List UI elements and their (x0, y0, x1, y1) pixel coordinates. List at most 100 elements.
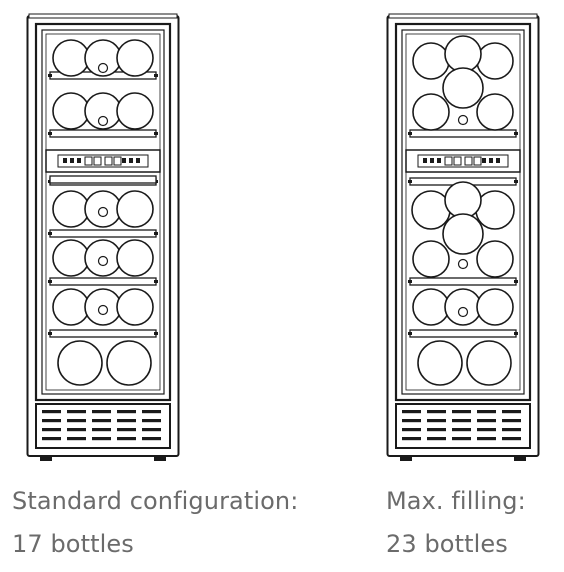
bottle (116, 92, 154, 130)
shelf-knob (154, 132, 158, 135)
shelf-rail (49, 329, 157, 338)
glass-edge (401, 29, 525, 395)
vent-slot (117, 419, 136, 423)
vent-slot (452, 437, 471, 441)
caption-standard-count: 17 bottles (12, 530, 134, 558)
bottle (476, 240, 514, 278)
bottle (411, 190, 451, 230)
bottle (52, 288, 90, 326)
shelf-knob (408, 132, 412, 135)
control-button (489, 158, 493, 163)
bottle (476, 93, 514, 131)
shelf-knob (514, 180, 518, 183)
caption-max-count: 23 bottles (386, 530, 508, 558)
control-button (437, 158, 441, 163)
vent-slot (452, 410, 471, 414)
vent-slot (402, 428, 421, 432)
shelf-rail (49, 175, 157, 184)
control-button (430, 158, 434, 163)
vent-slot (402, 419, 421, 423)
vent-slot (142, 428, 161, 432)
caption-standard: Standard configuration: 17 bottles (12, 480, 298, 566)
fridge-standard (26, 0, 180, 470)
control-button (122, 158, 126, 163)
bottle-cap (97, 115, 109, 127)
vent-slot (427, 410, 446, 414)
display-strip (417, 154, 509, 168)
vent-slot (142, 419, 161, 423)
vent-slot (477, 437, 496, 441)
caption-max-title: Max. filling: (386, 487, 526, 515)
foot (154, 456, 166, 461)
caption-standard-title: Standard configuration: (12, 487, 299, 515)
shelf-knob (154, 332, 158, 335)
shelf-rail (49, 229, 157, 238)
bottle (444, 35, 482, 73)
vent-slot (92, 419, 111, 423)
fridge-max (386, 0, 540, 470)
bottle (106, 340, 152, 386)
bottle-cap (97, 62, 109, 74)
vent-slot (477, 419, 496, 423)
control-button (423, 158, 427, 163)
vent-slot (502, 437, 521, 441)
bottle (52, 190, 90, 228)
bottle (475, 190, 515, 230)
vent-slot (427, 419, 446, 423)
shelf-knob (154, 74, 158, 77)
display-digit (444, 156, 453, 166)
bottle (57, 340, 103, 386)
vent-slot (142, 410, 161, 414)
shelf-knob (154, 280, 158, 283)
display-digit (84, 156, 93, 166)
bottle-cap (97, 304, 109, 316)
vent-slot (502, 419, 521, 423)
bottle (52, 239, 90, 277)
vent-slot (92, 410, 111, 414)
shelf-rail (409, 329, 517, 338)
control-button (70, 158, 74, 163)
display-digit (464, 156, 473, 166)
foot (40, 456, 52, 461)
foot (514, 456, 526, 461)
foot (400, 456, 412, 461)
bottle-cap (457, 258, 469, 270)
control-button (77, 158, 81, 163)
bottle (412, 93, 450, 131)
cabinet-top (28, 13, 178, 19)
vent-slot (502, 428, 521, 432)
bottle (476, 288, 514, 326)
bottle (476, 42, 514, 80)
shelf-knob (514, 132, 518, 135)
vent-slot (117, 437, 136, 441)
glass-inner (405, 33, 521, 391)
control-button (496, 158, 500, 163)
display-digit (113, 156, 122, 166)
shelf-knob (48, 232, 52, 235)
cabinet-top (388, 13, 538, 19)
bottle (417, 340, 463, 386)
display-digit (453, 156, 462, 166)
shelf-knob (514, 280, 518, 283)
bottle (412, 288, 450, 326)
vent-slot (427, 437, 446, 441)
bottle (52, 92, 90, 130)
bottle (116, 239, 154, 277)
vent-slot (452, 419, 471, 423)
vent-slot (117, 410, 136, 414)
bottle (52, 39, 90, 77)
vent-slot (402, 437, 421, 441)
vent-slot (427, 428, 446, 432)
glass-edge (41, 29, 165, 395)
shelf-knob (154, 232, 158, 235)
glass-inner (45, 33, 161, 391)
bottle (412, 42, 450, 80)
vent-slot (67, 428, 86, 432)
shelf-knob (408, 280, 412, 283)
vent-slot (477, 410, 496, 414)
display-digit (473, 156, 482, 166)
display-strip (57, 154, 149, 168)
shelf-knob (408, 332, 412, 335)
bottle (442, 67, 484, 109)
shelf-knob (48, 280, 52, 283)
